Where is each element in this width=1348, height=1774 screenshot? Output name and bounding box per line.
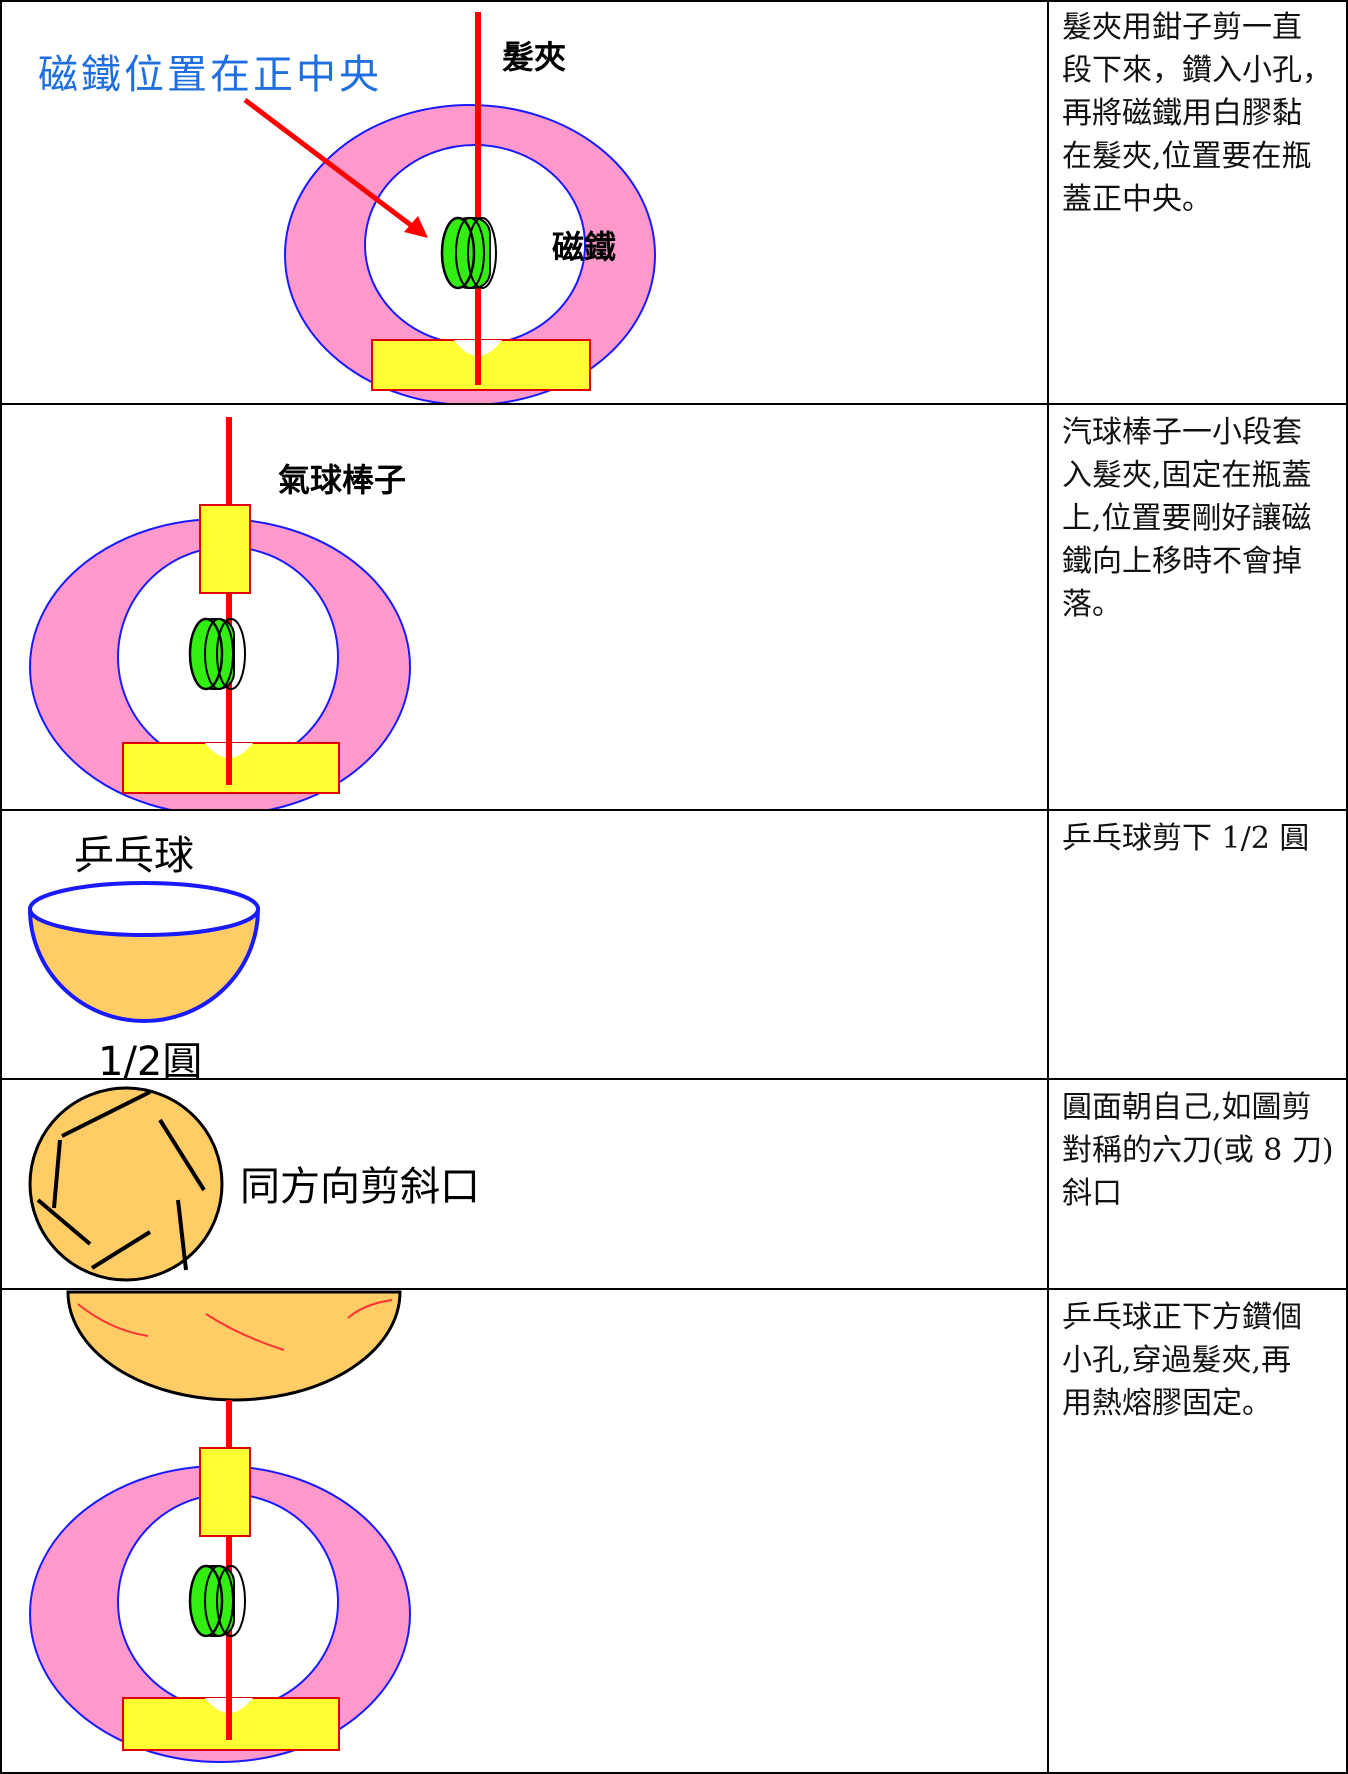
half-circle-label: 1/2圓 xyxy=(98,1039,203,1085)
table-bottom-border xyxy=(0,1772,1348,1774)
table-column-divider xyxy=(1047,0,1049,1774)
cap-stick-diagram xyxy=(29,417,411,809)
row-divider xyxy=(0,403,1348,405)
row-divider xyxy=(0,1288,1348,1290)
magnet-label: 磁鐵 xyxy=(552,228,617,266)
cut-slits xyxy=(77,1299,393,1351)
balloon-stick-piece xyxy=(199,504,251,594)
step-4-description: 圓面朝自己,如圖剪 對稱的六刀(或 8 刀) 斜口 xyxy=(1062,1090,1334,1211)
cut-ball-diagram xyxy=(28,1086,224,1282)
step-row-2: 氣球棒子 汽球棒子一小段套 入髮夾,固定在瓶蓋 上,位置要剛好讓磁 鐵向上移時不… xyxy=(0,405,1348,809)
half-ball-bowl xyxy=(27,907,261,1023)
half-ball-rim xyxy=(28,881,260,937)
step-2-description: 汽球棒子一小段套 入髮夾,固定在瓶蓋 上,位置要剛好讓磁 鐵向上移時不會掉 落。 xyxy=(1062,415,1312,622)
half-ball-dome xyxy=(66,1290,402,1402)
step-1-figure: 磁鐵位置在正中央 髮夾 磁鐵 xyxy=(0,0,1049,403)
assembled-diagram xyxy=(29,1290,411,1763)
table-right-border xyxy=(1346,0,1348,1774)
magnet-icon xyxy=(188,1564,246,1638)
table-top-border xyxy=(0,0,1348,2)
ball-face-circle xyxy=(28,1086,224,1282)
step-5-figure xyxy=(0,1290,1049,1772)
row-divider xyxy=(0,1078,1348,1080)
pointer-arrow-line xyxy=(243,98,422,234)
step-row-5: 乒乓球正下方鑽個 小孔,穿過髮夾,再 用熱熔膠固定。 xyxy=(0,1290,1348,1772)
row-divider xyxy=(0,809,1348,811)
magnet-icon xyxy=(440,216,497,290)
step-2-figure: 氣球棒子 xyxy=(0,405,1049,809)
step-1-description: 髮夾用鉗子剪一直 段下來，鑽入小孔， 再將磁鐵用白膠黏 在髮夾,位置要在瓶 蓋正… xyxy=(1062,10,1332,217)
hairclip-label: 髮夾 xyxy=(502,38,567,76)
step-3-description: 乒乓球剪下 1/2 圓 xyxy=(1062,821,1310,856)
half-ball-diagram xyxy=(27,881,261,1023)
cut-lines xyxy=(36,1090,206,1271)
step-row-1: 磁鐵位置在正中央 髮夾 磁鐵 髮夾用鉗子剪一直 段下來，鑽入小孔， 再將磁鐵用白… xyxy=(0,0,1348,403)
balloon-stick-label: 氣球棒子 xyxy=(278,461,407,499)
cap-magnet-diagram xyxy=(243,12,656,403)
cut-direction-label: 同方向剪斜口 xyxy=(240,1164,480,1210)
step-5-description: 乒乓球正下方鑽個 小孔,穿過髮夾,再 用熱熔膠固定。 xyxy=(1062,1300,1302,1421)
step-4-figure: 同方向剪斜口 xyxy=(0,1080,1049,1288)
pingpong-label: 乒乓球 xyxy=(74,833,194,879)
magnet-icon xyxy=(188,617,246,691)
step-row-4: 同方向剪斜口 圓面朝自己,如圖剪 對稱的六刀(或 8 刀) 斜口 xyxy=(0,1080,1348,1288)
magnet-center-label: 磁鐵位置在正中央 xyxy=(38,52,382,98)
pointer-arrow-head xyxy=(404,216,428,238)
step-3-figure: 乒乓球 1/2圓 xyxy=(0,811,1049,1085)
step-row-3: 乒乓球 1/2圓 乒乓球剪下 1/2 圓 xyxy=(0,811,1348,1085)
balloon-stick-piece xyxy=(199,1447,251,1537)
table-left-border xyxy=(0,0,2,1774)
